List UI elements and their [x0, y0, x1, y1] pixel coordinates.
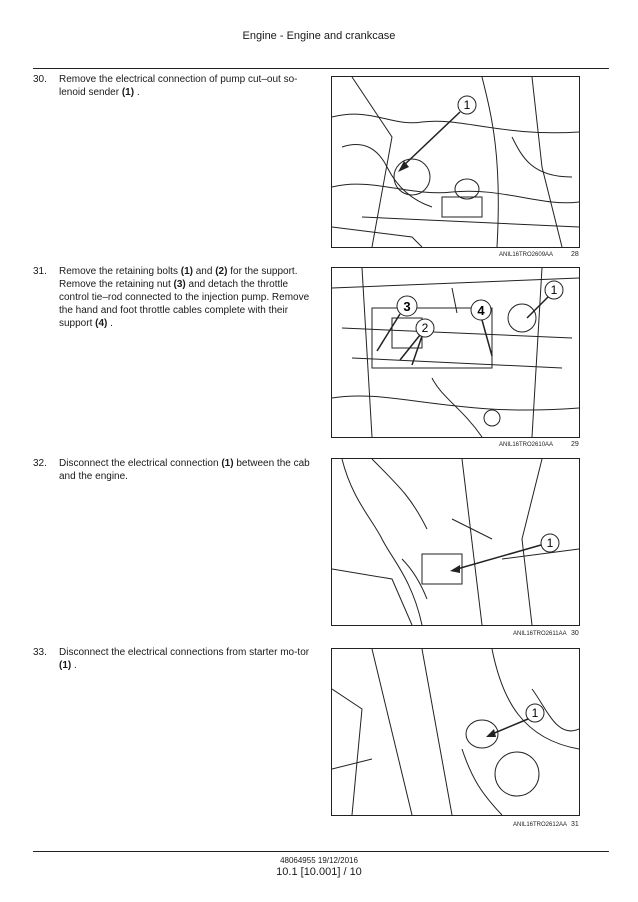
step-30: 30. Remove the electrical connection of … — [33, 73, 313, 99]
figure-31: 1 — [331, 648, 580, 816]
figure-28-drawing: 1 — [332, 77, 579, 247]
page-header-title: Engine - Engine and crankcase — [242, 30, 396, 42]
step-text: Remove the retaining bolts (1) and (2) f… — [59, 266, 310, 329]
footer-page-number: 10.1 [10.001] / 10 — [276, 866, 362, 878]
callout-label: 3 — [403, 299, 410, 314]
callout-label: 1 — [532, 706, 539, 720]
figure-31-number: 31 — [571, 821, 579, 828]
footer-document-code: 48064955 19/12/2016 — [280, 856, 358, 865]
figure-28-number: 28 — [571, 251, 579, 258]
step-text: Disconnect the electrical connection (1)… — [59, 458, 310, 482]
figure-31-drawing: 1 — [332, 649, 579, 815]
figure-29-code: ANIL16TRO2610AA — [499, 442, 554, 448]
figure-30-number: 30 — [571, 630, 579, 637]
step-33: 33. Disconnect the electrical connection… — [33, 646, 313, 672]
figure-30: 1 — [331, 458, 580, 626]
figure-31-code: ANIL16TRO2612AA — [513, 822, 568, 828]
step-text: Disconnect the electrical connections fr… — [59, 647, 310, 671]
step-31: 31. Remove the retaining bolts (1) and (… — [33, 265, 313, 330]
callout-label: 2 — [422, 321, 429, 335]
figure-28-code: ANIL16TRO2609AA — [499, 252, 554, 258]
callout-label: 1 — [547, 536, 554, 550]
footer-rule — [33, 851, 609, 852]
step-number: 30. — [33, 74, 47, 85]
step-number: 31. — [33, 266, 47, 277]
callout-label: 4 — [477, 303, 485, 318]
header-rule — [33, 68, 609, 69]
step-text: Remove the electrical connection of pump… — [59, 74, 298, 98]
figure-29-number: 29 — [571, 441, 579, 448]
figure-29-drawing: 1 2 3 4 — [332, 268, 579, 437]
step-number: 33. — [33, 647, 47, 658]
figure-29: 1 2 3 4 — [331, 267, 580, 438]
figure-30-code: ANIL16TRO2611AA — [513, 631, 567, 637]
figure-30-drawing: 1 — [332, 459, 579, 625]
figure-28: 1 — [331, 76, 580, 248]
callout-label: 1 — [551, 283, 558, 297]
step-number: 32. — [33, 458, 47, 469]
callout-label: 1 — [464, 98, 471, 112]
step-32: 32. Disconnect the electrical connection… — [33, 457, 313, 483]
